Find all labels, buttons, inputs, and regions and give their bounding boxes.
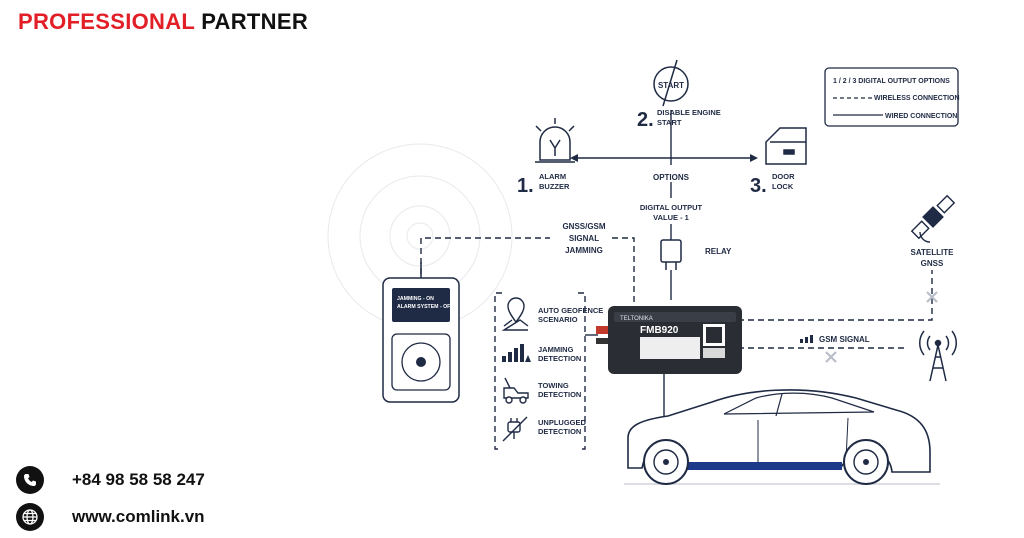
start-button-icon: START (653, 59, 689, 107)
feature-1-line2: SCENARIO (538, 315, 578, 324)
device-screen-line1: JAMMING - ON (397, 296, 434, 302)
phone-icon (16, 466, 44, 494)
relay-label: RELAY (705, 247, 732, 256)
title-rest: PARTNER (201, 9, 309, 34)
tracker-device: TELTONIKA FMB920 (596, 306, 742, 374)
tow-truck-icon (503, 377, 529, 404)
title-accent: PROFESSIONAL (18, 9, 195, 34)
legend-wired: WIRED CONNECTION (885, 113, 957, 120)
car-door-icon (765, 127, 807, 165)
option-3-line2: LOCK (772, 182, 794, 191)
feature-2-line1: JAMMING (538, 345, 574, 354)
website-contact[interactable]: www.comlink.vn (16, 503, 205, 531)
option-2-line1: DISABLE ENGINE (657, 108, 721, 117)
option-wires (576, 110, 752, 300)
option-1-number: 1. (517, 175, 534, 197)
page-title: PROFESSIONAL PARTNER (18, 9, 308, 35)
feature-4-line2: DETECTION (538, 427, 581, 436)
options-label: OPTIONS (653, 173, 690, 182)
feature-4-line1: UNPLUGGED (538, 418, 587, 427)
tracker-wireless-links (738, 270, 933, 349)
gsm-bars (800, 335, 813, 343)
digital-output-line1: DIGITAL OUTPUT (640, 203, 703, 212)
feature-3-line2: DETECTION (538, 390, 581, 399)
feature-3-line1: TOWING (538, 381, 569, 390)
option-3-line1: DOOR (772, 172, 795, 181)
car-illustration (624, 389, 940, 485)
feature-1-line1: AUTO GEOFENCE (538, 306, 603, 315)
globe-icon (16, 503, 44, 531)
tracker-model: FMB920 (640, 325, 679, 336)
signal-bars-icon (502, 344, 531, 362)
geofence-pin-icon (501, 297, 529, 331)
option-2-line2: START (657, 118, 682, 127)
device-screen-line2: ALARM SYSTEM - OFF (397, 304, 453, 310)
jamming-line1: GNSS/GSM (562, 222, 605, 231)
option-2-number: 2. (637, 109, 654, 131)
digital-output-line2: VALUE - 1 (653, 213, 689, 222)
feature-2-line2: DETECTION (538, 354, 581, 363)
unplugged-icon (502, 416, 528, 442)
alarm-siren-icon (535, 118, 575, 163)
jamming-line3: JAMMING (565, 246, 603, 255)
tracker-brand: TELTONIKA (620, 316, 653, 322)
gsm-label: GSM SIGNAL (819, 335, 870, 344)
satellite-line1: SATELLITE (911, 248, 955, 257)
svg-text:START: START (658, 81, 684, 90)
blocked-marks (825, 291, 938, 363)
relay-icon (660, 239, 682, 270)
phone-number: +84 98 58 58 247 (72, 470, 205, 489)
handheld-alarm-device: JAMMING - ON ALARM SYSTEM - OFF (382, 262, 460, 403)
cell-tower-icon (918, 330, 958, 382)
legend-wireless: WIRELESS CONNECTION (874, 95, 960, 102)
legend-box: 1 / 2 / 3 DIGITAL OUTPUT OPTIONS WIRELES… (824, 67, 960, 127)
satellite-icon (910, 194, 956, 243)
option-3-number: 3. (750, 175, 767, 197)
phone-contact[interactable]: +84 98 58 58 247 (16, 466, 205, 494)
option-1-line1: ALARM (539, 172, 566, 181)
satellite-line2: GNSS (921, 259, 944, 268)
option-1-line2: BUZZER (539, 182, 570, 191)
website-url: www.comlink.vn (72, 507, 205, 526)
jamming-line2: SIGNAL (569, 234, 599, 243)
legend-digital: 1 / 2 / 3 DIGITAL OUTPUT OPTIONS (833, 78, 950, 85)
features-panel (494, 292, 598, 450)
